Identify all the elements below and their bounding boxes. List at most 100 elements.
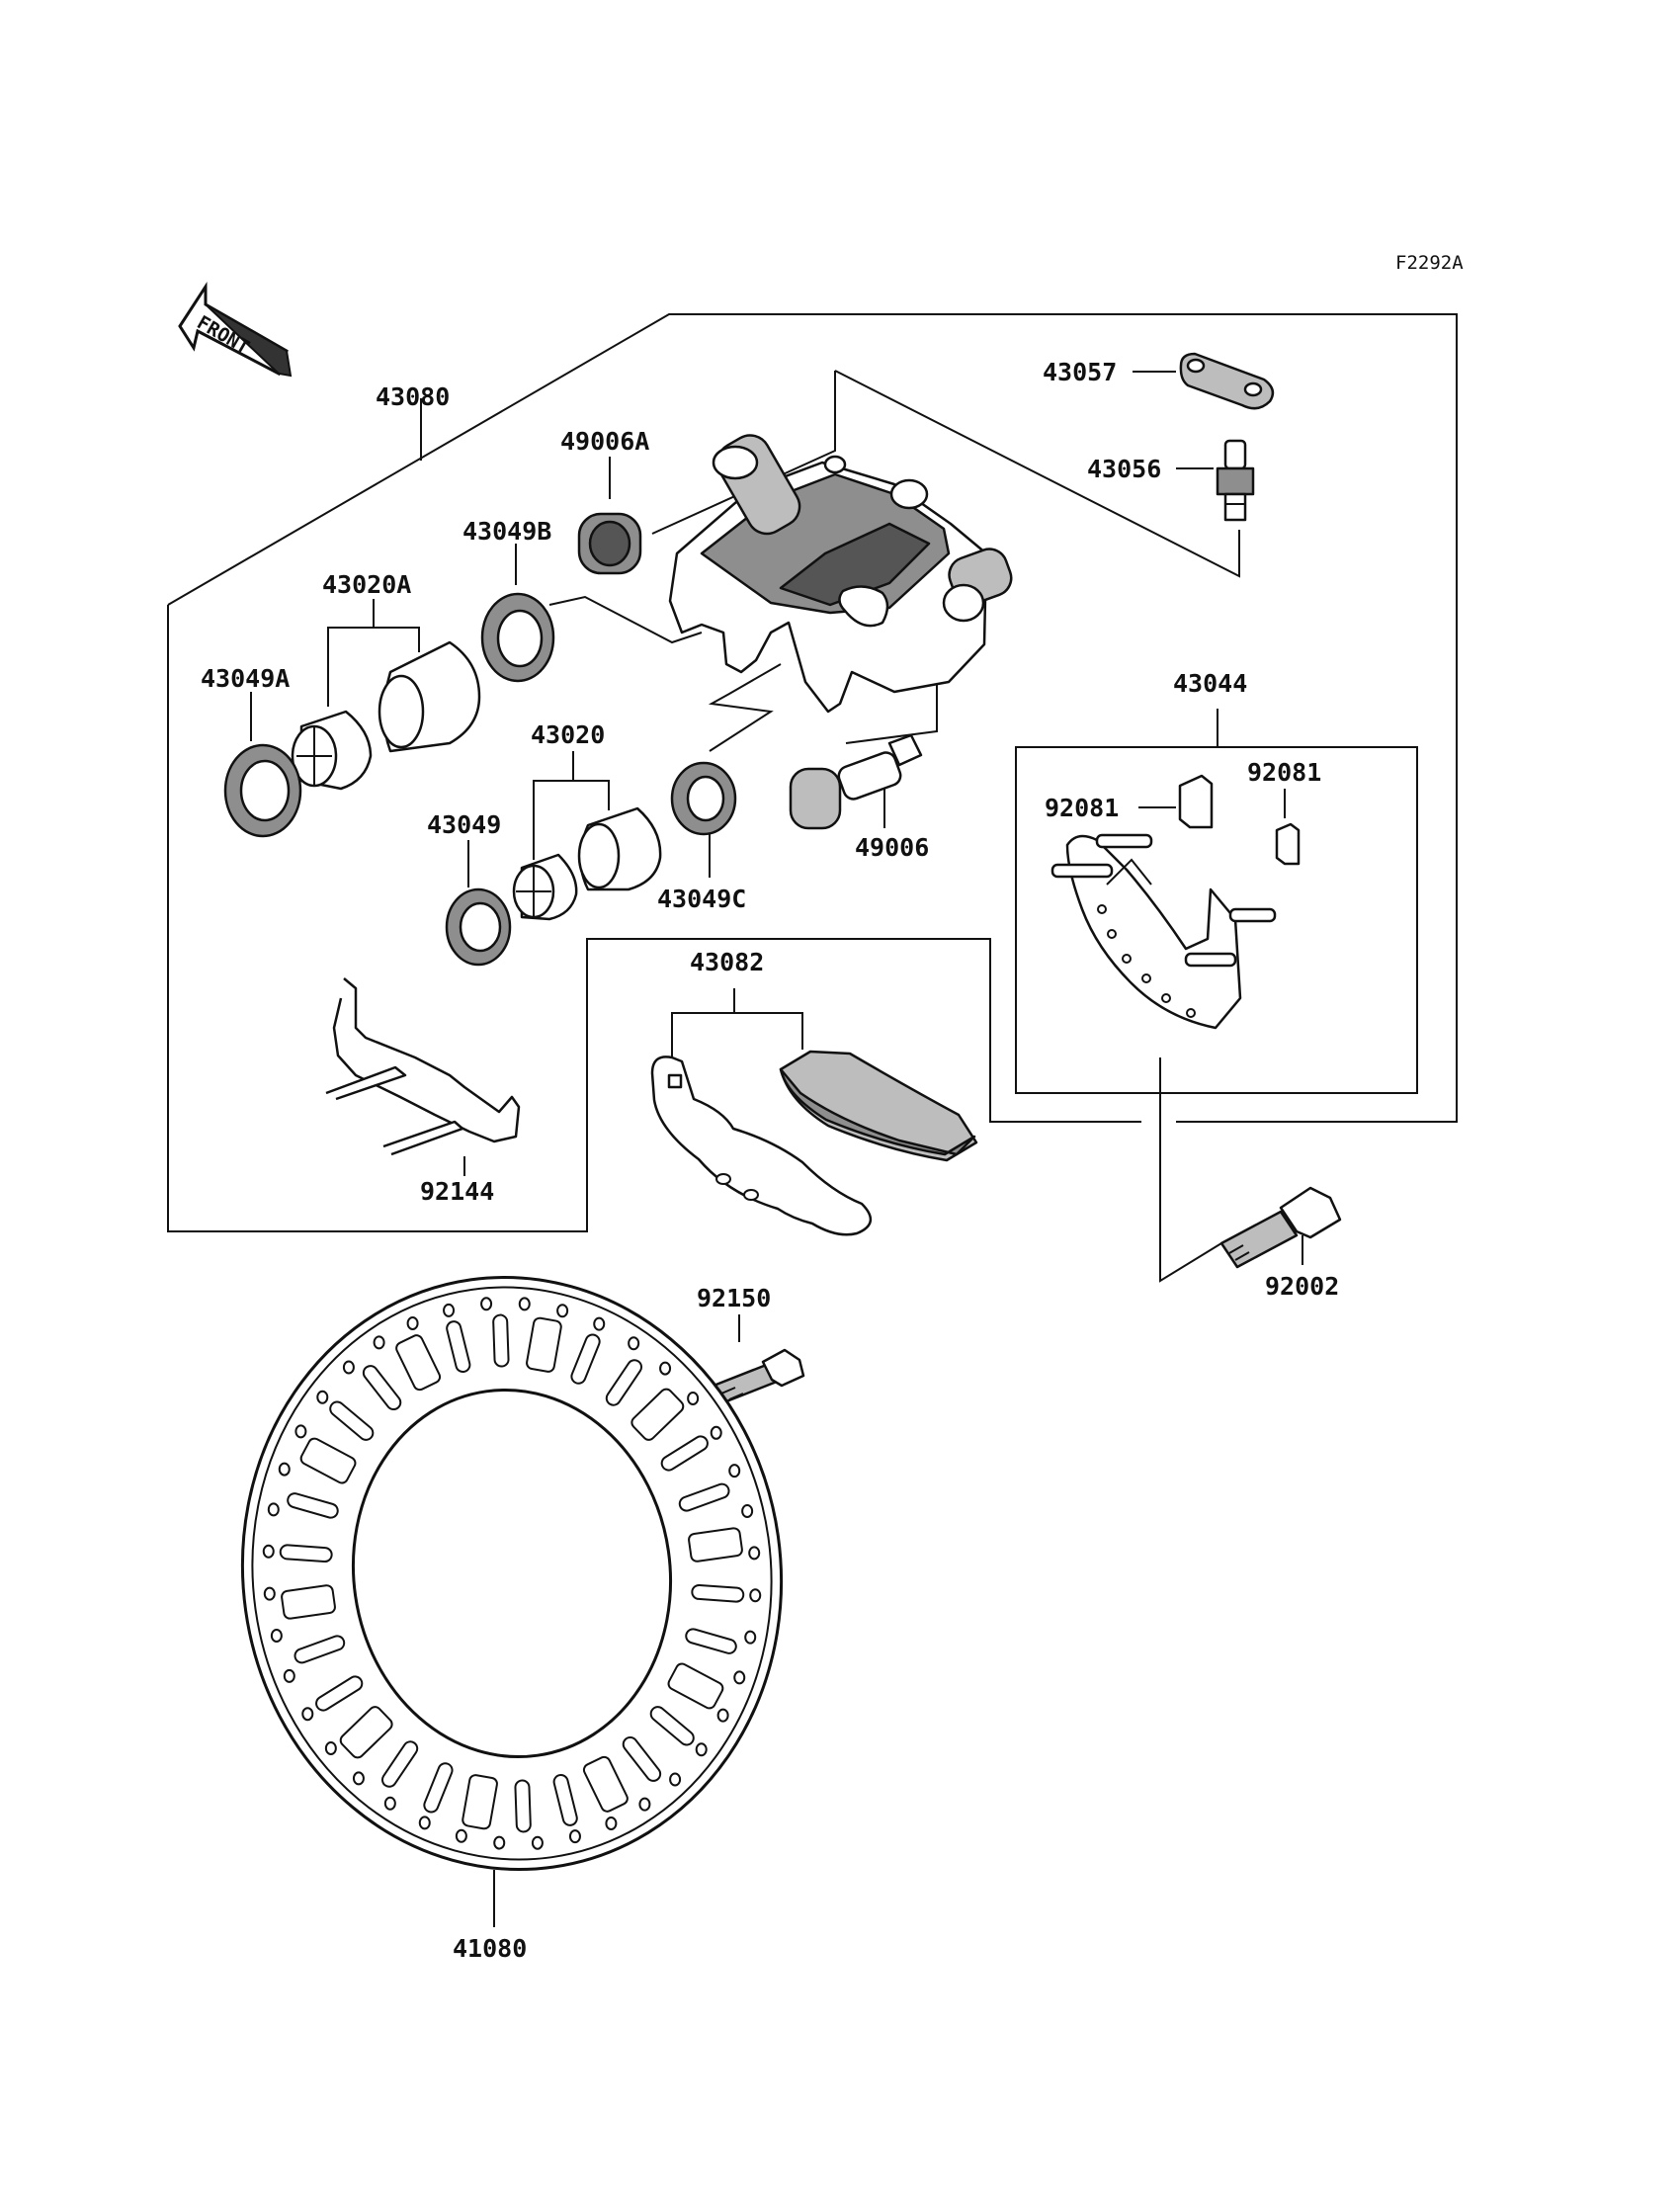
disc-hole xyxy=(695,1742,708,1757)
label-43049c: 43049C xyxy=(657,885,746,913)
disc-slot xyxy=(294,1635,346,1664)
disc-slot xyxy=(446,1320,471,1374)
disc-hole xyxy=(659,1361,672,1376)
leader-lines xyxy=(250,370,1303,1927)
disc-hole xyxy=(669,1772,682,1787)
disc-hole xyxy=(493,1835,506,1850)
disc-slot xyxy=(423,1762,454,1814)
disc-slot xyxy=(570,1333,601,1385)
clip-92081-b xyxy=(1275,822,1301,866)
disc-slot xyxy=(667,1662,724,1710)
label-43044: 43044 xyxy=(1173,669,1247,698)
disc-slot xyxy=(339,1706,393,1759)
label-43020a: 43020A xyxy=(322,570,411,599)
disc-hole xyxy=(628,1336,640,1351)
disc-slot xyxy=(492,1313,510,1368)
disc-slot xyxy=(315,1675,364,1712)
disc-slot xyxy=(279,1544,333,1563)
disc-hole xyxy=(638,1797,651,1812)
disc-slot xyxy=(362,1365,402,1411)
label-49006a: 49006A xyxy=(560,427,649,456)
disc-slot xyxy=(660,1435,709,1472)
boot-49006a xyxy=(577,512,642,575)
seal-43049 xyxy=(445,887,512,967)
disc-slot xyxy=(605,1359,643,1406)
brake-disc-41080 xyxy=(240,1276,784,1871)
bolt-92002 xyxy=(1219,1186,1342,1269)
disc-slot xyxy=(287,1492,339,1519)
disc-hole xyxy=(480,1297,493,1311)
label-43080: 43080 xyxy=(376,382,450,411)
piston-43020a xyxy=(291,640,481,791)
label-92081-left: 92081 xyxy=(1045,794,1119,822)
disc-hole xyxy=(301,1707,314,1722)
disc-slot xyxy=(630,1388,685,1441)
disc-slot xyxy=(395,1334,442,1392)
seal-43049b xyxy=(480,592,555,683)
disc-hole xyxy=(278,1462,291,1477)
disc-slot xyxy=(582,1755,629,1813)
piston-43020 xyxy=(512,806,662,921)
disc-hole xyxy=(710,1425,722,1440)
disc-hole xyxy=(748,1546,761,1561)
disc-slot xyxy=(526,1316,562,1373)
disc-slot xyxy=(329,1400,375,1441)
pin-49006 xyxy=(789,733,923,830)
disc-hole xyxy=(283,1668,295,1683)
disc-hole xyxy=(418,1816,431,1830)
part-labels: 43080 49006A 43049B 43020A 43049A 43020 … xyxy=(201,358,1339,1963)
label-41080: 41080 xyxy=(453,1934,527,1963)
seal-43049a xyxy=(223,743,302,838)
label-92081-right: 92081 xyxy=(1247,758,1321,787)
disc-hole xyxy=(749,1588,762,1603)
disc-hole xyxy=(728,1464,741,1479)
disc-hole xyxy=(262,1544,275,1559)
caliper-assembly-outline xyxy=(167,313,1458,1232)
bleeder-valve-43056 xyxy=(1216,439,1255,522)
disc-slot xyxy=(678,1482,730,1512)
disc-slot xyxy=(688,1527,743,1563)
disc-hole xyxy=(373,1335,385,1350)
bracket-box-outline xyxy=(1015,709,1418,1094)
diagram-code: F2292A xyxy=(1395,252,1464,274)
disc-hole xyxy=(316,1390,329,1404)
label-43049: 43049 xyxy=(427,810,501,839)
disc-hole xyxy=(518,1297,531,1311)
label-92002: 92002 xyxy=(1265,1272,1339,1301)
disc-hole xyxy=(455,1828,467,1843)
disc-hole xyxy=(744,1630,757,1645)
disc-hole xyxy=(263,1586,276,1601)
disc-slot xyxy=(649,1706,695,1746)
disc-slot xyxy=(622,1735,662,1782)
disc-hole xyxy=(605,1816,618,1830)
label-43082: 43082 xyxy=(690,948,764,976)
disc-slot xyxy=(514,1779,532,1833)
caliper-body xyxy=(668,434,1013,714)
spring-92144 xyxy=(325,977,521,1156)
disc-slot xyxy=(281,1584,336,1620)
disc-hole xyxy=(294,1424,307,1439)
label-43056: 43056 xyxy=(1087,455,1161,483)
disc-slot xyxy=(380,1740,419,1788)
seal-43049c xyxy=(670,761,737,836)
disc-hole xyxy=(383,1796,396,1811)
clip-92081-a xyxy=(1178,774,1214,829)
disc-hole xyxy=(568,1829,581,1844)
disc-slot xyxy=(462,1774,498,1830)
disc-slot xyxy=(552,1773,578,1826)
disc-hole xyxy=(324,1740,337,1755)
disc-hole xyxy=(687,1392,700,1406)
label-92144: 92144 xyxy=(420,1177,494,1206)
brake-pads-43082 xyxy=(650,1050,978,1236)
disc-slot xyxy=(691,1583,745,1603)
disc-slot xyxy=(299,1437,357,1484)
disc-hole xyxy=(267,1502,280,1517)
disc-hole xyxy=(352,1771,365,1786)
label-43049b: 43049B xyxy=(462,517,551,546)
disc-hole xyxy=(443,1303,456,1317)
disc-hole xyxy=(741,1503,754,1518)
disc-hole xyxy=(270,1629,283,1644)
disc-hole xyxy=(406,1316,419,1331)
disc-hole xyxy=(716,1708,729,1723)
